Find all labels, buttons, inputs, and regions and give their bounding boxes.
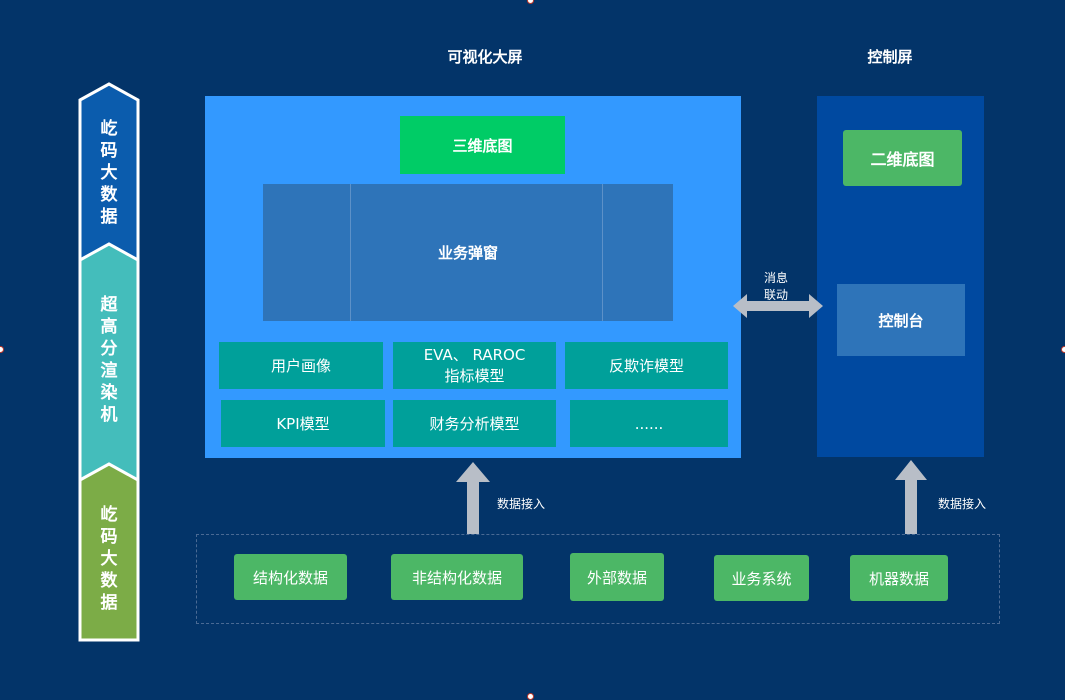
source-unstructured: 非结构化数据 — [391, 554, 523, 600]
base-map-3d: 三维底图 — [400, 116, 565, 174]
base-map-2d: 二维底图 — [843, 130, 962, 186]
console-label: 控制台 — [878, 311, 924, 330]
source-machine: 机器数据 — [850, 555, 948, 601]
source-business-system: 业务系统 — [714, 555, 809, 601]
source-unstructured-label: 非结构化数据 — [411, 568, 502, 587]
sidebar-graphic — [78, 82, 140, 642]
model-user-profile: 用户画像 — [219, 342, 383, 389]
visual-screen-title: 可视化大屏 — [447, 48, 523, 66]
sidebar-segment-3-shape — [78, 462, 140, 642]
sidebar-segment-1: 屹码大数据 — [80, 108, 138, 238]
source-external: 外部数据 — [570, 553, 664, 601]
up-arrow-left-icon — [456, 462, 490, 534]
source-structured-label: 结构化数据 — [252, 568, 328, 587]
console-box: 控制台 — [837, 284, 965, 356]
base-map-2d-label: 二维底图 — [870, 150, 935, 169]
business-popup-label: 业务弹窗 — [437, 244, 498, 262]
model-anti-fraud-label: 反欺诈模型 — [608, 357, 684, 375]
model-eva-raroc-label: EVA、 RAROC — [423, 345, 526, 364]
source-external-label: 外部数据 — [586, 568, 647, 587]
model-more: ...... — [570, 400, 728, 447]
source-business-system-label: 业务系统 — [731, 569, 792, 588]
double-arrow-icon — [733, 294, 823, 318]
selection-handle-top[interactable] — [527, 0, 534, 4]
sidebar-segment-2: 超高分渲染机 — [80, 285, 138, 435]
source-structured: 结构化数据 — [234, 554, 347, 600]
model-financial-analysis: 财务分析模型 — [393, 400, 556, 447]
sidebar-segment-3-label: 屹码大数据 — [100, 505, 118, 613]
sidebar-segment-2-label: 超高分渲染机 — [100, 295, 118, 425]
data-sources-area — [196, 534, 1000, 624]
model-anti-fraud: 反欺诈模型 — [565, 342, 728, 389]
data-access-right-label: 数据接入 — [938, 497, 987, 511]
base-map-3d-label: 三维底图 — [452, 136, 513, 155]
source-machine-label: 机器数据 — [868, 569, 929, 588]
model-user-profile-label: 用户画像 — [270, 357, 331, 375]
control-screen-title: 控制屏 — [867, 48, 913, 66]
message-linkage-line2: 联动 — [763, 288, 788, 302]
business-popup: 业务弹窗 — [263, 184, 673, 321]
model-kpi-label: KPI模型 — [276, 415, 330, 433]
message-linkage-label: 消息 联动 — [752, 270, 800, 304]
model-kpi: KPI模型 — [221, 400, 385, 447]
message-linkage-line1: 消息 — [763, 271, 788, 285]
model-eva-raroc: EVA、 RAROC 指标模型 — [393, 342, 556, 389]
model-financial-analysis-label: 财务分析模型 — [429, 415, 520, 433]
model-eva-raroc-sublabel: 指标模型 — [444, 366, 505, 385]
up-arrow-right-icon — [895, 460, 927, 534]
data-access-left-label: 数据接入 — [497, 497, 546, 511]
selection-handle-right[interactable] — [1061, 346, 1065, 353]
model-more-label: ...... — [634, 414, 664, 433]
sidebar-segment-3: 屹码大数据 — [80, 495, 138, 623]
sidebar-segment-1-label: 屹码大数据 — [100, 119, 118, 227]
selection-handle-left[interactable] — [0, 346, 4, 353]
